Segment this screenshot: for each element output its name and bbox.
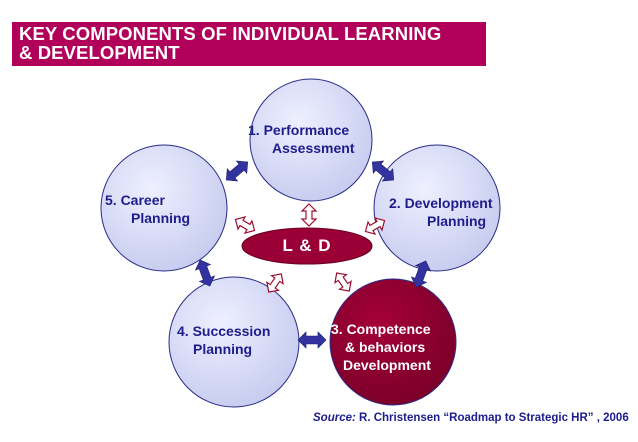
source-citation: Source: R. Christensen “Roadmap to Strat… — [313, 412, 629, 424]
component-label-competence: 3. Competence & behaviors Development — [331, 320, 431, 374]
component-4-line-1: 4. Succession — [177, 323, 271, 339]
title-line-1: KEY COMPONENTS OF INDIVIDUAL LEARNING — [19, 23, 442, 44]
center-label: L & D — [282, 236, 332, 255]
component-label-performance: 1. Performance Assessment — [248, 121, 355, 157]
component-3-line-3: Development — [343, 357, 431, 373]
arrow-center-performance — [300, 203, 318, 227]
component-5-line-1: 5. Career — [105, 192, 165, 208]
component-label-succession: 4. Succession Planning — [177, 322, 270, 358]
source-label: Source: — [313, 412, 356, 424]
arrow-succession-career — [194, 259, 216, 287]
component-2-line-1: 2. Development — [389, 195, 493, 211]
component-5-line-2: Planning — [131, 210, 191, 226]
circle-career-planning — [100, 144, 228, 272]
component-3-line-1: 3. Competence — [331, 321, 431, 337]
center-ellipse — [241, 227, 373, 265]
circle-performance-assessment — [249, 78, 373, 202]
component-1-line-1: 1. Performance — [248, 122, 350, 138]
arrow-career-performance — [225, 160, 249, 182]
circle-development-planning — [373, 144, 501, 272]
component-label-career: 5. Career Planning — [105, 191, 190, 227]
title-line-2: & DEVELOPMENT — [19, 42, 180, 63]
arrow-center-succession — [266, 273, 284, 293]
component-2-line-2: Planning — [427, 213, 487, 229]
arrow-center-development — [364, 216, 386, 236]
component-3-line-2: & behaviors — [345, 339, 426, 355]
arrow-development-competence — [410, 260, 432, 288]
component-4-line-2: Planning — [193, 341, 253, 357]
source-text: R. Christensen “Roadmap to Strategic HR”… — [359, 412, 629, 424]
arrow-center-competence — [334, 272, 352, 292]
circle-competence-development — [329, 278, 457, 406]
circle-succession-planning — [168, 276, 300, 408]
component-label-development: 2. Development Planning — [389, 194, 492, 230]
arrow-performance-development — [371, 160, 395, 182]
arrow-competence-succession — [297, 331, 327, 349]
arrow-center-career — [234, 215, 256, 235]
title-banner: KEY COMPONENTS OF INDIVIDUAL LEARNING & … — [12, 22, 486, 66]
component-1-line-2: Assessment — [272, 140, 355, 156]
